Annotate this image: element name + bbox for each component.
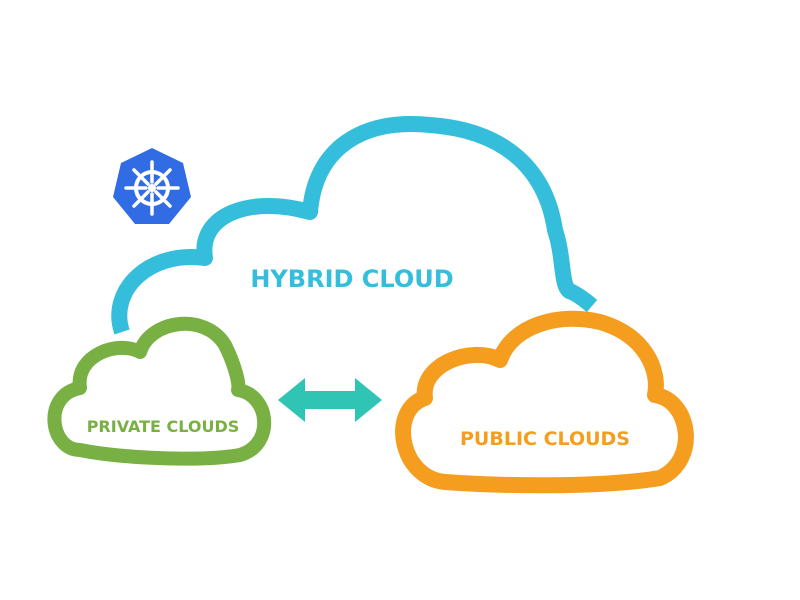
hybrid-cloud-outline	[111, 116, 598, 335]
public-cloud-outline	[395, 310, 694, 494]
bidirectional-arrow-icon	[278, 378, 382, 422]
hybrid-cloud-label: HYBRID CLOUD	[250, 265, 453, 293]
public-clouds-label: PUBLIC CLOUDS	[460, 428, 630, 450]
private-clouds-label: PRIVATE CLOUDS	[87, 417, 240, 436]
kubernetes-icon	[113, 148, 191, 224]
private-cloud-outline	[47, 316, 272, 466]
